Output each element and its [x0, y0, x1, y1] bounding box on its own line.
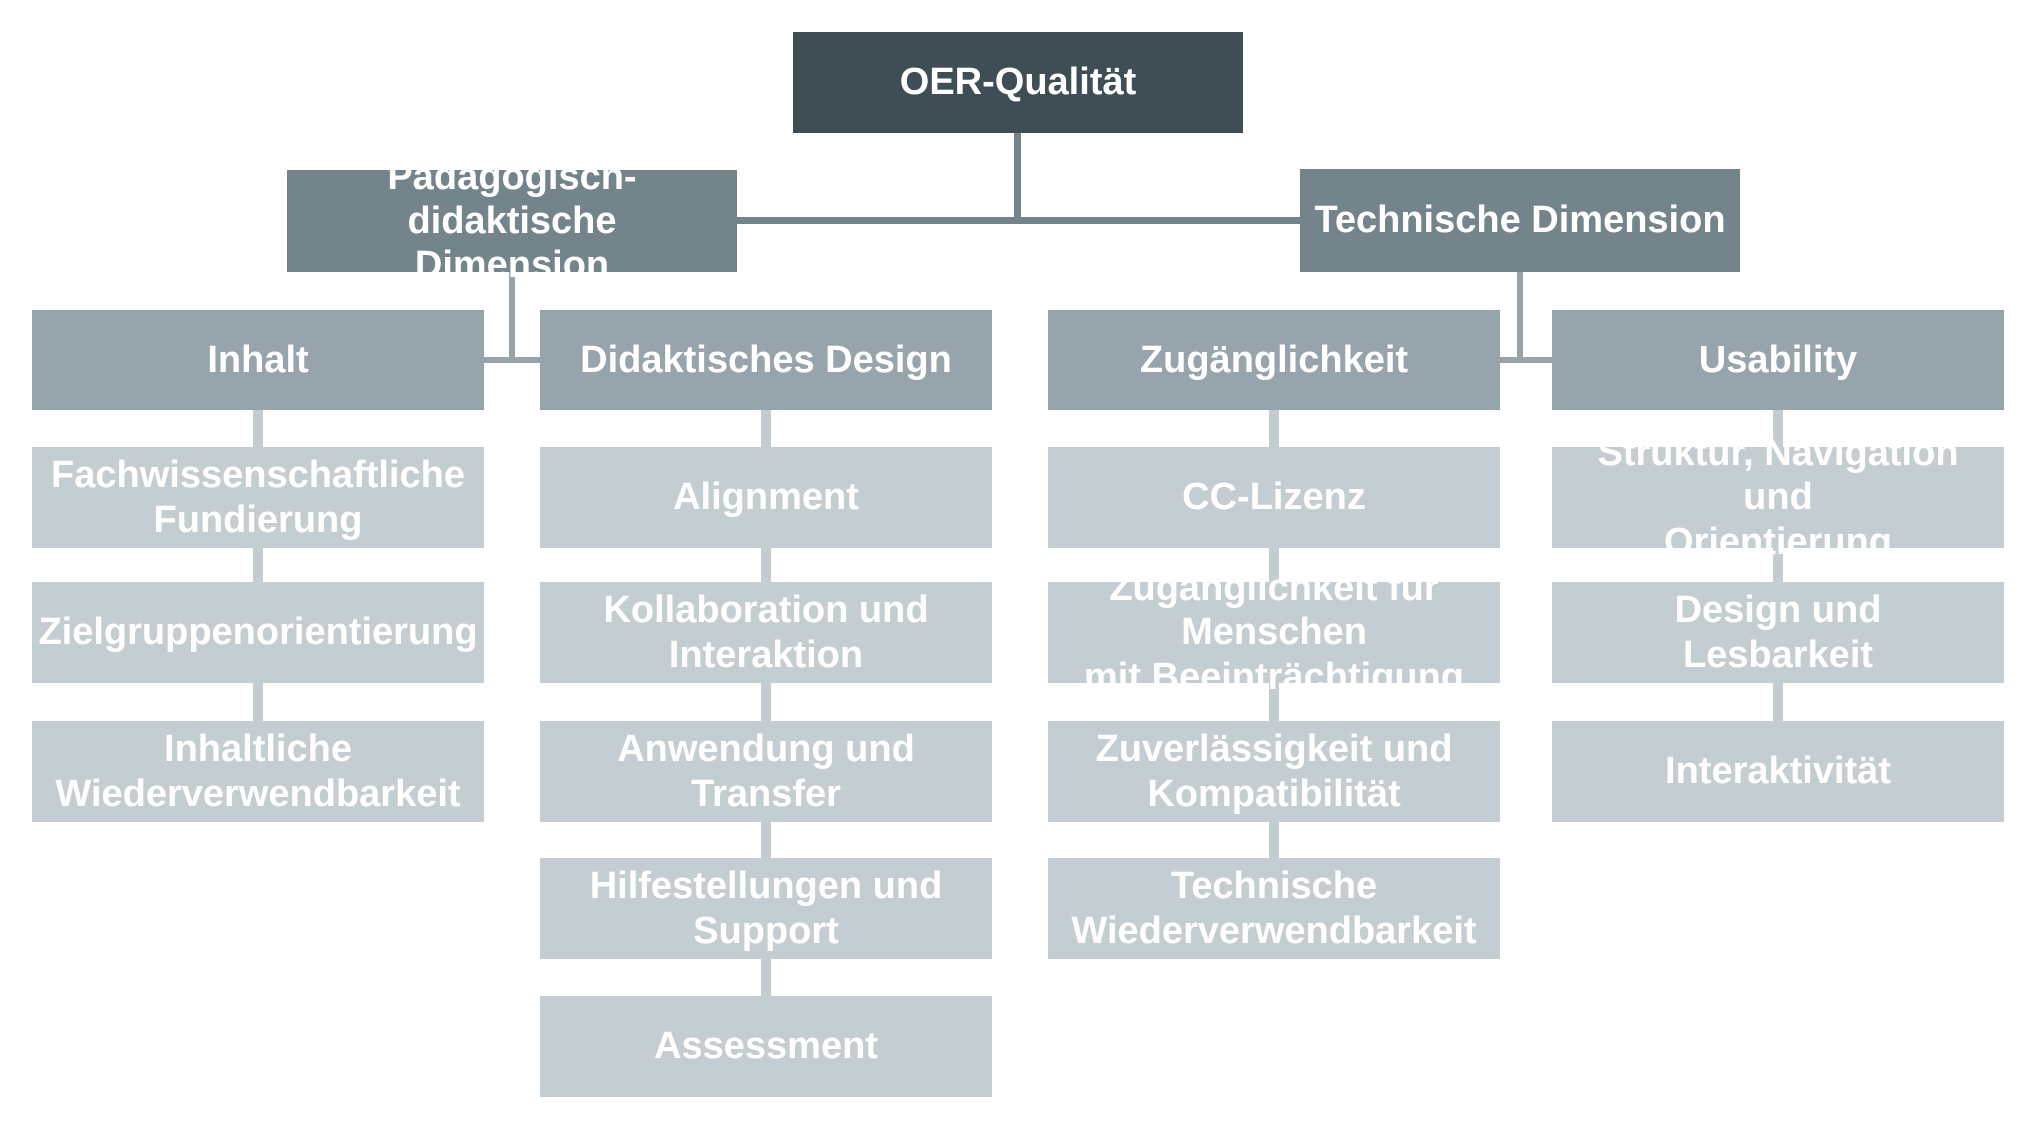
connector-vertical	[761, 548, 771, 582]
connector-paedagogisch-drop	[509, 272, 515, 363]
node-inhaltliche-wiederverwendbarkeit: Inhaltliche Wiederverwendbarkeit	[32, 721, 484, 822]
connector-vertical	[253, 410, 263, 447]
connector-root-drop	[1014, 133, 1021, 224]
connector-vertical	[761, 959, 771, 996]
node-kollaboration-interaktion: Kollaboration und Interaktion	[540, 582, 992, 683]
connector-dimensions-hline	[737, 217, 1300, 224]
node-hilfestellungen-support: Hilfestellungen und Support	[540, 858, 992, 959]
node-didaktisches-design: Didaktisches Design	[540, 310, 992, 410]
connector-vertical	[1269, 410, 1279, 447]
connector-vertical	[1269, 683, 1279, 721]
connector-vertical	[1773, 683, 1783, 721]
connector-zugaenglichkeit-usability-hline	[1500, 357, 1552, 363]
node-usability: Usability	[1552, 310, 2004, 410]
connector-vertical	[1773, 410, 1783, 447]
node-zielgruppenorientierung: Zielgruppenorientierung	[32, 582, 484, 683]
node-zugaenglichkeit-menschen-beeintraechtigung: Zugänglichkeit für Menschen mit Beeinträ…	[1048, 567, 1500, 698]
node-dimension-technisch: Technische Dimension	[1300, 169, 1740, 272]
connector-vertical	[761, 822, 771, 858]
connector-vertical	[1269, 822, 1279, 858]
connector-vertical	[1773, 548, 1783, 582]
connector-vertical	[253, 548, 263, 582]
node-anwendung-transfer: Anwendung und Transfer	[540, 721, 992, 822]
node-design-lesbarkeit: Design und Lesbarkeit	[1552, 582, 2004, 683]
node-dimension-paedagogisch-didaktisch: Pädagogisch-didaktische Dimension	[287, 156, 737, 286]
connector-technisch-drop	[1517, 272, 1523, 363]
node-oer-qualitaet: OER-Qualität	[793, 32, 1243, 133]
node-zugaenglichkeit: Zugänglichkeit	[1048, 310, 1500, 410]
connector-vertical	[1269, 548, 1279, 582]
connector-vertical	[253, 683, 263, 721]
connector-vertical	[761, 410, 771, 447]
node-alignment: Alignment	[540, 447, 992, 548]
node-fachwissenschaftliche-fundierung: Fachwissenschaftliche Fundierung	[32, 447, 484, 548]
connector-inhalt-didaktik-hline	[484, 357, 540, 363]
node-assessment: Assessment	[540, 996, 992, 1097]
node-technische-wiederverwendbarkeit: Technische Wiederverwendbarkeit	[1048, 858, 1500, 959]
node-cc-lizenz: CC-Lizenz	[1048, 447, 1500, 548]
node-struktur-navigation-orientierung: Struktur, Navigation und Orientierung	[1552, 432, 2004, 563]
node-zuverlaessigkeit-kompatibilitaet: Zuverlässigkeit und Kompatibilität	[1048, 721, 1500, 822]
node-interaktivitaet: Interaktivität	[1552, 721, 2004, 822]
node-inhalt: Inhalt	[32, 310, 484, 410]
connector-vertical	[761, 683, 771, 721]
